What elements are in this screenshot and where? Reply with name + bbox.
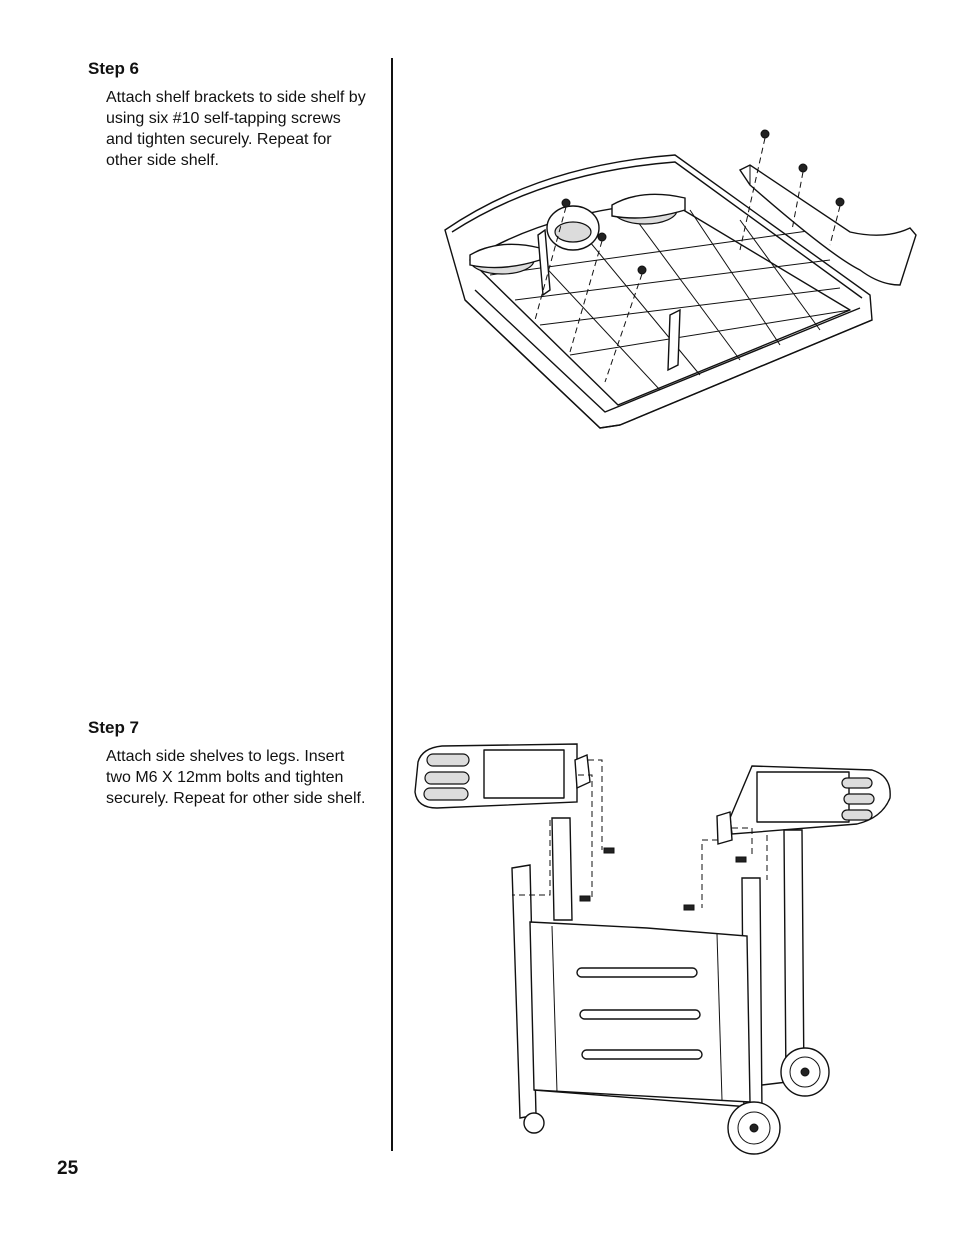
step-7-instructions: Attach side shelves to legs. Insert two …	[106, 748, 366, 807]
step-7-title: Step 7	[88, 718, 140, 737]
page-number: 25	[57, 1158, 79, 1179]
step-6-illustration	[444, 129, 917, 429]
column-divider	[391, 58, 393, 1151]
step-6-title: Step 6	[88, 59, 140, 78]
step-7-illustration	[414, 743, 891, 1155]
step-6-instructions: Attach shelf brackets to side shelf by u…	[106, 89, 366, 169]
